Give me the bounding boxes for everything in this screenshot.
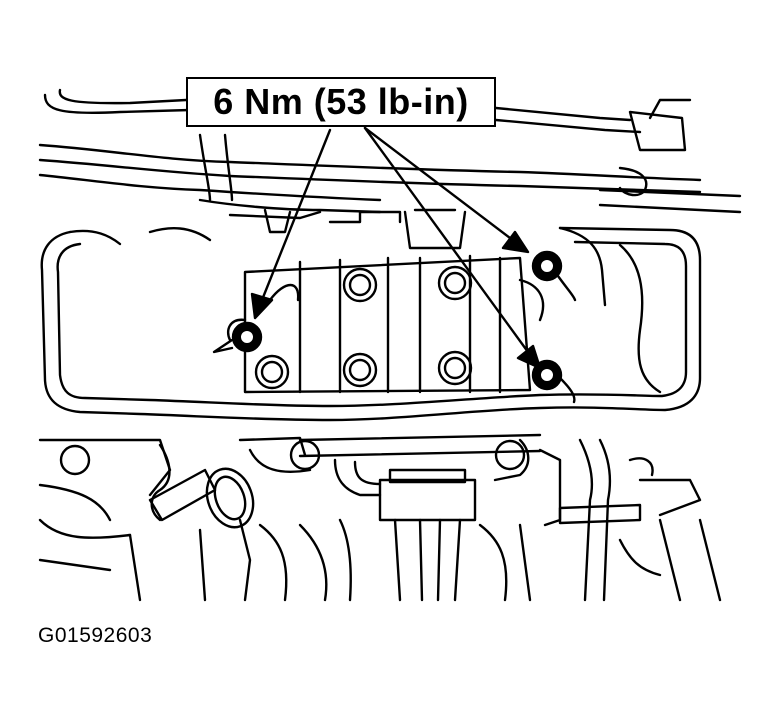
torque-label: 6 Nm (53 lb-in) [213, 81, 469, 122]
lower-engine [38, 433, 722, 602]
upper-wiring [38, 88, 742, 234]
torque-arrows [250, 126, 542, 370]
coil-pack [226, 254, 545, 394]
valve-cover [40, 208, 702, 422]
figure-id-label: G01592603 [38, 624, 153, 647]
torque-callout: 6 Nm (53 lb-in) [186, 77, 496, 127]
bolt-left [212, 321, 263, 354]
bolt-top-right [531, 250, 577, 302]
